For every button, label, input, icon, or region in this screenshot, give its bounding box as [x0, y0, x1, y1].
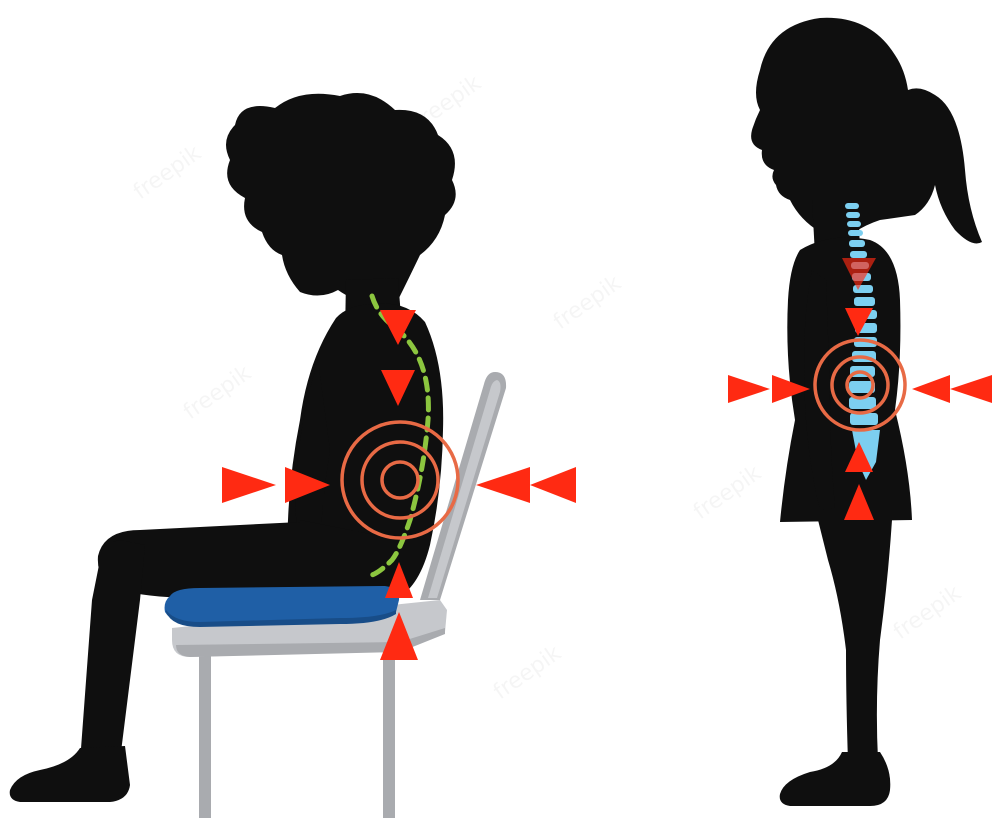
arrow-left-icon — [476, 467, 530, 503]
svg-text:freepik: freepik — [179, 361, 256, 425]
standing-figure — [728, 18, 992, 806]
chair-leg-back — [383, 648, 395, 818]
standing-legs — [818, 520, 892, 762]
vertebra — [848, 230, 863, 236]
svg-text:freepik: freepik — [489, 641, 566, 705]
seated-foot — [10, 746, 130, 802]
arrow-right-icon — [222, 467, 276, 503]
arrow-right-icon — [728, 375, 770, 403]
svg-text:freepik: freepik — [549, 271, 626, 335]
vertebra — [854, 297, 875, 306]
svg-text:freepik: freepik — [889, 581, 966, 645]
vertebra — [845, 203, 859, 209]
seated-head — [226, 93, 456, 305]
standing-head — [751, 18, 982, 244]
seated-lower-leg — [80, 540, 145, 762]
vertebra — [846, 212, 860, 218]
svg-text:freepik: freepik — [689, 461, 766, 525]
vertebra — [853, 285, 873, 293]
arrow-left-icon — [912, 375, 950, 403]
vertebra — [850, 251, 867, 258]
vertebra — [849, 240, 865, 247]
seated-figure — [10, 93, 576, 818]
vertebra — [850, 413, 878, 425]
vertebra — [847, 221, 861, 227]
chair-leg-front — [199, 648, 211, 818]
svg-text:freepik: freepik — [129, 141, 206, 205]
arrow-left-icon — [950, 375, 992, 403]
standing-torso — [780, 238, 912, 522]
standing-foot — [780, 752, 891, 806]
arrow-left-icon — [530, 467, 576, 503]
